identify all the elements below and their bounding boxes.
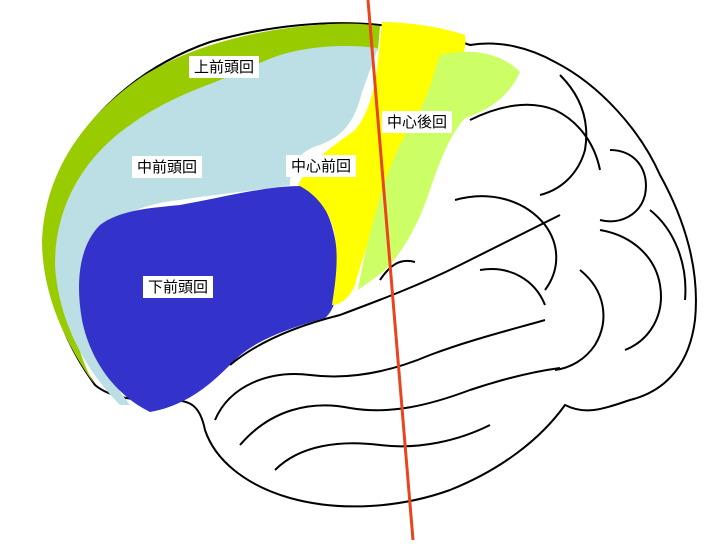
gyral-lines	[214, 74, 687, 471]
sylvian-fissure	[229, 214, 561, 366]
inferior-frontal-region	[79, 186, 339, 412]
temporal-gyrus-lower	[274, 424, 491, 471]
middle-frontal-region	[55, 46, 378, 405]
supramarginal-sulcus	[454, 195, 558, 291]
label-middle-frontal-gyrus: 中前頭回	[132, 156, 203, 178]
frontal-temporal-edge	[379, 260, 416, 281]
parietal-sulcus-3	[599, 149, 647, 223]
occipital-sulcus-2	[554, 269, 605, 371]
angular-sulcus	[479, 268, 546, 306]
parietal-sulcus-1	[469, 103, 601, 171]
label-postcentral-gyrus: 中心後回	[382, 111, 453, 133]
postcentral-region	[358, 51, 520, 290]
label-superior-frontal-gyrus: 上前頭回	[189, 56, 260, 78]
occipital-sulcus-3	[649, 209, 687, 301]
central-line	[366, 0, 415, 541]
temporal-gyrus-upper	[214, 319, 546, 421]
temporal-gyrus-middle	[239, 367, 561, 446]
superior-frontal-region	[42, 23, 380, 385]
occipital-sulcus-1	[599, 229, 662, 351]
label-precentral-gyrus: 中心前回	[286, 155, 357, 177]
parietal-sulcus-2	[539, 74, 588, 196]
label-inferior-frontal-gyrus: 下前頭回	[143, 276, 214, 298]
